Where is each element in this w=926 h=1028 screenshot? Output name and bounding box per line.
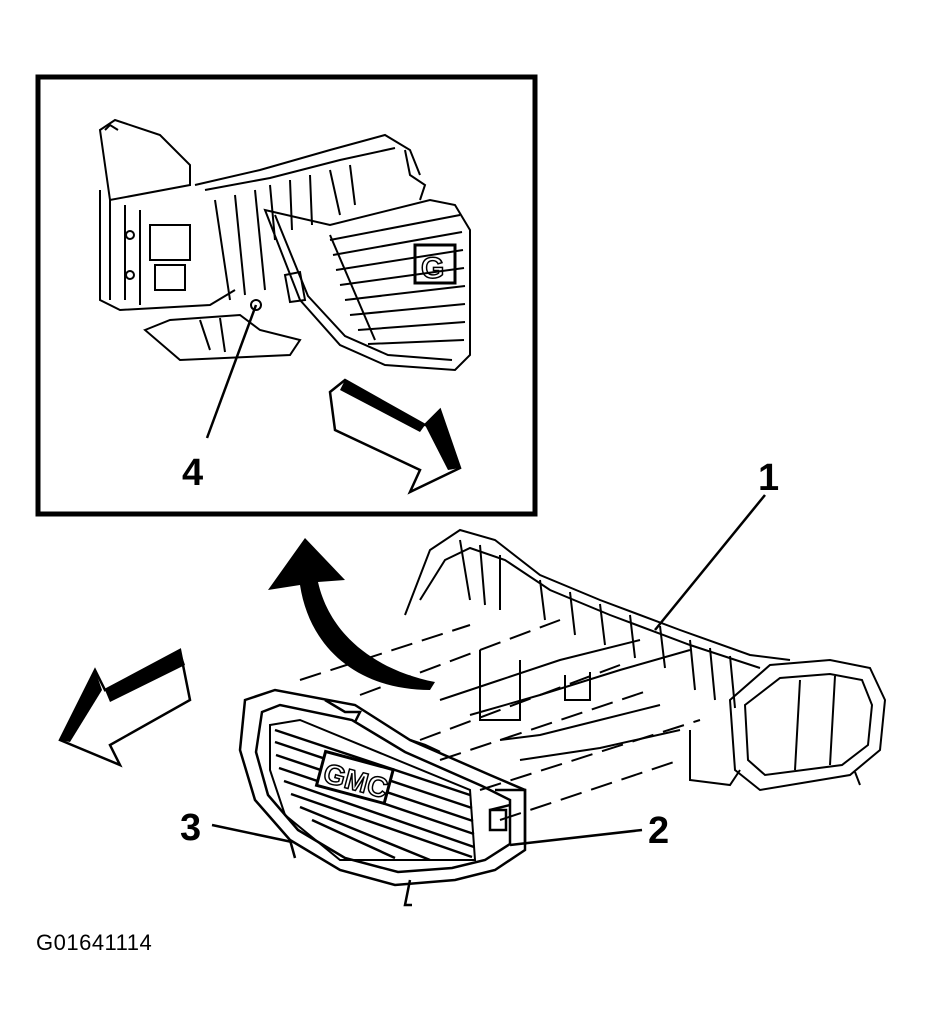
inset-grille: G — [263, 198, 471, 372]
inset-frame — [35, 74, 538, 517]
callout-3-leader — [211, 823, 293, 844]
alignment-lines — [299, 619, 701, 821]
fastener-point — [250, 299, 262, 311]
callout-1: 1 — [758, 457, 779, 499]
grille-assembly: GMC — [238, 688, 527, 907]
callout-2: 2 — [648, 810, 669, 852]
callout-2-leader — [509, 828, 643, 847]
inset-detail-view: G 4 — [35, 74, 538, 517]
inset-direction-arrow-icon — [328, 378, 462, 495]
front-direction-arrow-icon — [58, 648, 192, 768]
figure-id: G01641114 — [36, 930, 153, 955]
front-end-assembly — [404, 528, 887, 792]
view-reference-arrow-icon — [268, 538, 435, 690]
callout-4-leader — [205, 304, 258, 439]
callout-1-leader — [654, 494, 766, 631]
callout-4: 4 — [182, 452, 203, 494]
callout-3: 3 — [180, 807, 201, 849]
svg-text:G: G — [421, 252, 444, 285]
